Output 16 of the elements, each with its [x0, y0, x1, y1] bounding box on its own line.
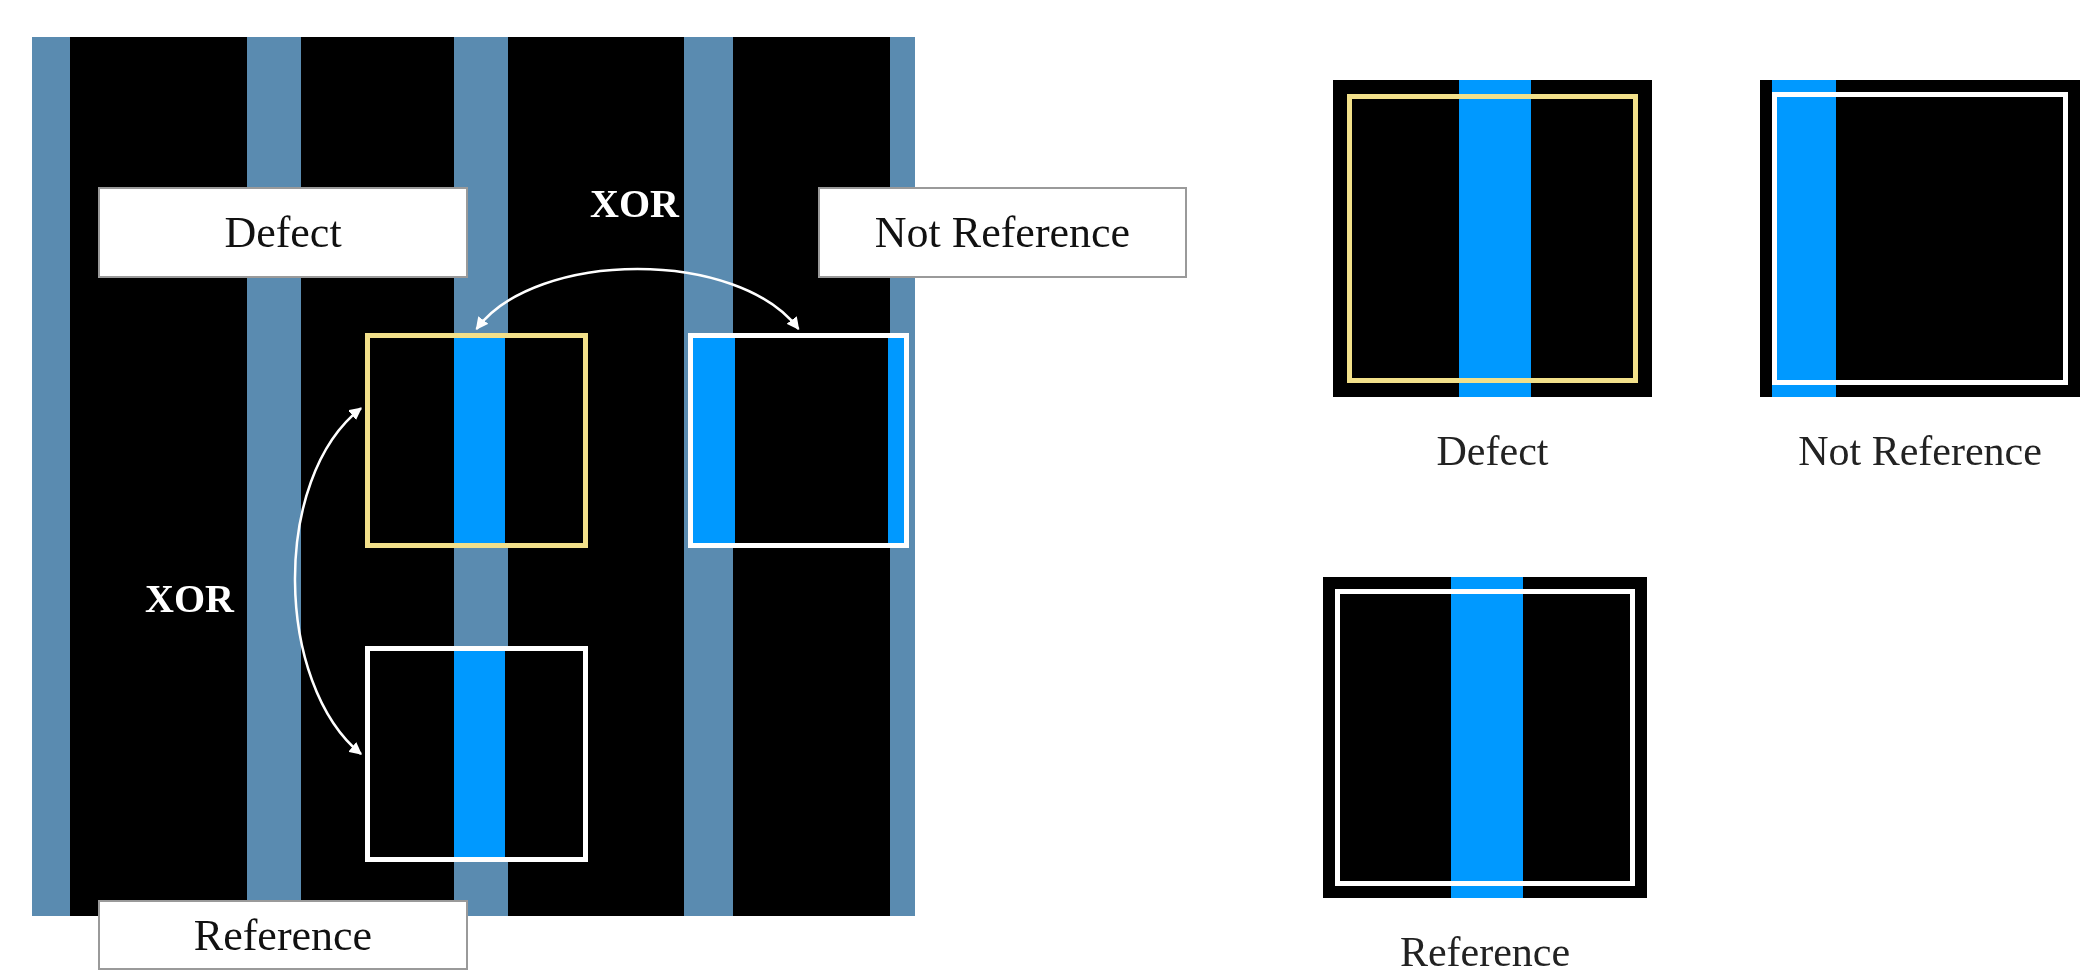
curved-arrow	[293, 407, 362, 755]
label-box: Not Reference	[818, 187, 1187, 278]
sample-frame	[365, 646, 588, 862]
node-label: Reference	[1399, 928, 1571, 975]
edge-label: XOR	[590, 180, 679, 227]
label-box: Reference	[98, 900, 468, 970]
sample-frame	[688, 333, 909, 548]
node-label: Not Reference	[1798, 427, 2042, 475]
node-label: Defect	[1436, 427, 1549, 475]
sample-frame	[365, 333, 588, 548]
thumbnail-drawing	[1333, 80, 1652, 397]
curved-arrow	[475, 267, 800, 330]
label-box: Defect	[98, 187, 468, 278]
edge-label: XOR	[145, 575, 234, 622]
thumbnail-drawing	[1323, 577, 1647, 898]
thumbnail-drawing	[1760, 80, 2080, 397]
